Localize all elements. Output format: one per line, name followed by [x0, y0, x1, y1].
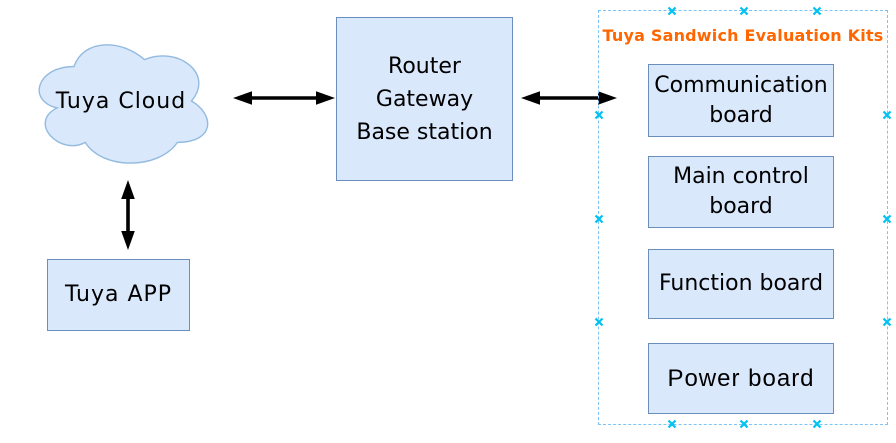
cloud-label: Tuya Cloud — [55, 88, 187, 114]
arrow-router-kits[interactable] — [520, 88, 618, 108]
kits-container[interactable]: Tuya Sandwich Evaluation Kits Communicat… — [594, 6, 892, 429]
connection-point-icon[interactable] — [739, 419, 749, 429]
connection-point-icon[interactable] — [882, 317, 892, 327]
connection-point-icon[interactable] — [882, 110, 892, 120]
router-gateway-label: Router Gateway Base station — [356, 50, 492, 149]
connection-point-icon[interactable] — [594, 317, 604, 327]
connection-point-icon[interactable] — [812, 6, 821, 16]
gateway-line: Gateway — [375, 86, 474, 112]
cloud-shape[interactable]: Tuya Cloud — [27, 32, 215, 170]
connection-point-icon[interactable] — [882, 214, 892, 223]
base-station-line: Base station — [356, 119, 493, 145]
connection-point-icon[interactable] — [594, 110, 604, 120]
tuya-app-box[interactable]: Tuya APP — [47, 259, 190, 331]
connection-point-icon[interactable] — [594, 214, 604, 223]
board-power[interactable]: Power board — [648, 343, 834, 414]
connection-point-icon[interactable] — [812, 419, 821, 429]
kits-title: Tuya Sandwich Evaluation Kits — [602, 26, 884, 45]
arrow-cloud-router[interactable] — [232, 88, 336, 108]
router-line: Router — [388, 53, 461, 79]
connection-point-icon[interactable] — [667, 419, 676, 429]
board-main-control-label: Main control board — [673, 164, 809, 219]
board-power-label: Power board — [667, 364, 815, 392]
cloud-icon — [27, 32, 215, 170]
board-main-control[interactable]: Main control board — [648, 156, 834, 228]
board-communication-label: Communication board — [654, 72, 828, 128]
connection-point-icon[interactable] — [667, 6, 676, 16]
tuya-app-label: Tuya APP — [64, 282, 173, 307]
connection-point-icon[interactable] — [739, 6, 749, 16]
board-function-label: Function board — [658, 271, 824, 296]
arrow-cloud-app[interactable] — [118, 179, 138, 251]
router-gateway-box[interactable]: Router Gateway Base station — [336, 17, 513, 181]
board-function[interactable]: Function board — [648, 249, 834, 319]
board-communication[interactable]: Communication board — [648, 64, 834, 137]
